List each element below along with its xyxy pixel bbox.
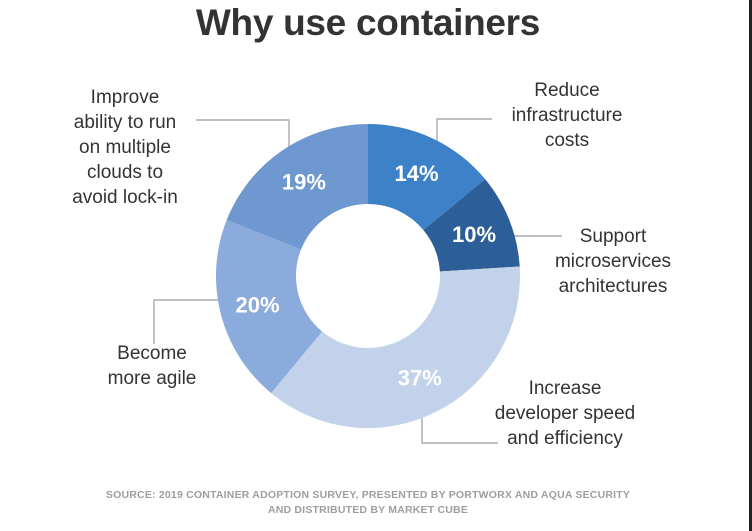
slice-label-reduce-costs: Reduce infrastructure costs <box>511 80 623 151</box>
slice-value-developer-speed: 37% <box>398 366 442 391</box>
slice-value-microservices: 10% <box>452 222 496 247</box>
slice-label-developer-speed: Increase developer speed and efficiency <box>494 378 636 449</box>
slice-label-microservices: Support microservices architectures <box>554 226 672 297</box>
slice-value-reduce-costs: 14% <box>395 161 439 186</box>
donut-slice-reduce-costs <box>368 124 486 231</box>
slice-value-multiple-clouds: 19% <box>282 170 326 195</box>
donut-slice-microservices <box>423 179 520 272</box>
source-note: SOURCE: 2019 CONTAINER ADOPTION SURVEY, … <box>105 489 631 516</box>
donut-slice-multiple-clouds <box>226 124 368 250</box>
slice-label-multiple-clouds: Improve ability to run on multiple cloud… <box>72 87 178 208</box>
slice-value-more-agile: 20% <box>236 292 280 317</box>
donut-slice-developer-speed <box>271 266 520 429</box>
right-edge-border <box>749 0 752 531</box>
slice-label-more-agile: Become more agile <box>107 343 197 389</box>
slice-value-labels: 14% 10% 37% 20% 19% <box>236 161 496 391</box>
donut-slice-more-agile <box>216 220 323 394</box>
donut-slices <box>216 124 520 429</box>
leader-line-more-agile <box>153 299 218 344</box>
leader-line-developer-speed <box>421 413 498 444</box>
chart-title: Why use containers <box>195 2 541 43</box>
